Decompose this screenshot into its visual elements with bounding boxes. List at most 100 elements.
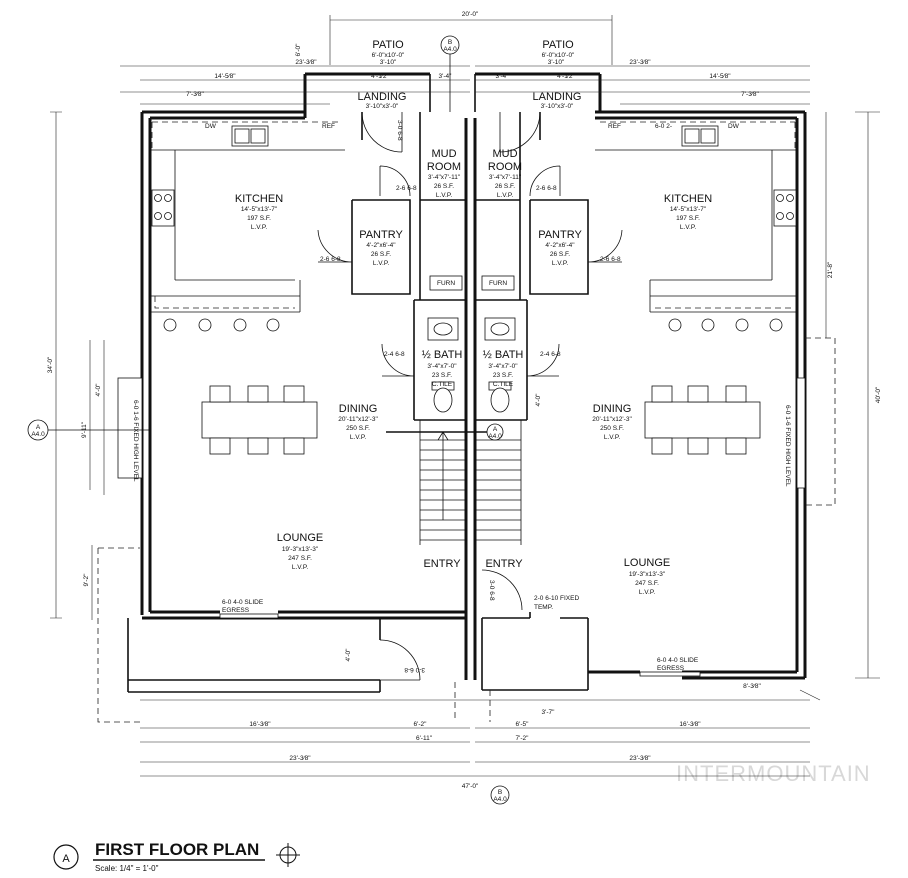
dim-small-4-right: 4'-0" xyxy=(535,393,542,407)
right-mudroom-walls xyxy=(475,199,527,301)
dim-bottom-23-right: 23'-3⁄8" xyxy=(629,755,651,762)
mud-left-name1: MUD xyxy=(431,148,456,160)
bath-right-name: ½ BATH xyxy=(483,349,524,361)
right-fixed-window-label: 6-0 1-6 FIXED HIGH LEVEL xyxy=(784,405,791,487)
dim-top-310-right: 3'-10" xyxy=(548,59,565,66)
mud-left-fin: L.V.P. xyxy=(436,192,452,199)
dim-right-40: 40'-0" xyxy=(875,386,882,403)
svg-text:B: B xyxy=(498,789,502,796)
right-kitchen-upper-cabinets xyxy=(600,121,796,309)
landing-left-size: 3'-10"x3'-0" xyxy=(366,103,399,110)
bath-left-name: ½ BATH xyxy=(422,349,463,361)
left-furnace-label: FURN xyxy=(437,280,455,287)
lounge-left-size: 19'-3"x13'-3" xyxy=(282,546,319,553)
right-slide-label1: 6-0 4-0 SLIDE xyxy=(657,657,699,664)
lounge-left-sf: 247 S.F. xyxy=(288,555,312,562)
svg-text:A: A xyxy=(493,426,498,433)
dim-small-6: 6'-0" xyxy=(295,43,302,57)
dining-right-sf: 250 S.F. xyxy=(600,425,624,432)
pantry-left-name: PANTRY xyxy=(359,229,403,241)
mud-right-name1: MUD xyxy=(492,148,517,160)
lounge-right-name: LOUNGE xyxy=(624,557,670,569)
right-porch-wall xyxy=(481,612,589,691)
dim-bottom-72: 7'-2" xyxy=(516,735,530,742)
lounge-left-fin: L.V.P. xyxy=(292,564,308,571)
windows xyxy=(117,377,806,677)
mud-left-sf: 26 S.F. xyxy=(434,183,454,190)
left-slide-label1: 6-0 4-0 SLIDE xyxy=(222,599,264,606)
dim-small-4-left: 4'-0" xyxy=(95,383,102,397)
right-60-label: 6-0 2- xyxy=(655,123,672,130)
right-slide-label2: EGRESS xyxy=(657,665,685,672)
right-kitchen-sink xyxy=(681,125,719,147)
dim-bottom-37: 3'-7" xyxy=(542,709,556,716)
title-marker: A xyxy=(53,844,79,870)
dim-right-21: 21'-8" xyxy=(827,261,834,278)
left-kitchen-counter xyxy=(149,149,345,313)
dim-top-34-right: 3'-4" xyxy=(496,73,510,80)
left-bar-stools xyxy=(163,318,280,332)
dim-top-23-left: 23'-3⁄8" xyxy=(295,59,317,66)
pantry-right-size: 4'-2"x6'-4" xyxy=(545,242,575,249)
svg-text:A4.0: A4.0 xyxy=(488,433,502,440)
dim-top-7-right: 7'-3⁄8" xyxy=(741,91,759,98)
left-bath-fixtures xyxy=(427,317,459,413)
north-arrow-icon xyxy=(276,843,300,867)
right-ref-label: REF xyxy=(608,123,621,130)
left-kitchen-sink xyxy=(231,125,269,147)
left-mudroom-walls xyxy=(414,199,466,301)
temp-glass-label1: 2-0 6-10 FIXED xyxy=(534,595,579,602)
lounge-right-size: 19'-3"x13'-3" xyxy=(629,571,666,578)
watermark-text: INTERMOUNTAIN xyxy=(676,761,871,786)
left-unit-bottom-wall xyxy=(142,610,466,620)
kitchen-right-fin: L.V.P. xyxy=(680,224,696,231)
kitchen-right-name: KITCHEN xyxy=(664,193,712,205)
svg-text:A4.0: A4.0 xyxy=(493,796,507,803)
dim-top-14-right: 14'-5⁄8" xyxy=(709,73,731,80)
right-stair xyxy=(474,420,522,545)
patio-left-size: 6'-0"x10'-0" xyxy=(372,52,405,59)
lounge-right-fin: L.V.P. xyxy=(639,589,655,596)
left-pantry-door-label: 2-6 6-8 xyxy=(320,256,341,263)
mud-right-sf: 26 S.F. xyxy=(495,183,515,190)
right-furnace xyxy=(481,275,515,291)
left-mud-door-label: 2-6 6-8 xyxy=(396,185,417,192)
svg-text:A4.0: A4.0 xyxy=(31,431,45,438)
entry-door-label: 3-0 6-8 xyxy=(488,580,495,601)
left-kitchen-upper-cabinets xyxy=(151,121,340,309)
svg-text:B: B xyxy=(448,39,452,46)
dim-top-41-right: 4'-1⁄2" xyxy=(557,73,575,80)
pantry-left-sf: 26 S.F. xyxy=(371,251,391,258)
dining-right-fin: L.V.P. xyxy=(604,434,620,441)
dim-small-4: 4'-0" xyxy=(345,648,352,662)
party-wall xyxy=(464,118,477,680)
left-unit-exterior-wall xyxy=(140,110,307,615)
svg-text:A4.0: A4.0 xyxy=(443,46,457,53)
bath-right-sf: 23 S.F. xyxy=(493,372,513,379)
right-unit-upper-wall xyxy=(475,72,602,112)
entry-left-name: ENTRY xyxy=(423,558,461,570)
patio-right-name: PATIO xyxy=(542,39,574,51)
left-furnace xyxy=(429,275,463,291)
right-landing-wall xyxy=(474,74,541,200)
porch-dashed xyxy=(454,682,491,722)
bath-right-fin: C.TILE xyxy=(493,381,514,388)
right-pantry-door-label: 2-6 6-8 xyxy=(600,256,621,263)
dim-top-41-left: 4'-1⁄2" xyxy=(371,73,389,80)
temp-glass-label2: TEMP. xyxy=(534,604,553,611)
dim-left-34: 34'-0" xyxy=(47,356,54,373)
pantry-left-size: 4'-2"x6'-4" xyxy=(366,242,396,249)
right-kitchen-counter xyxy=(595,149,798,313)
left-ref-label: REF xyxy=(322,123,335,130)
entry-right-name: ENTRY xyxy=(485,558,523,570)
pantry-left-fin: L.V.P. xyxy=(373,260,389,267)
mud-left-size: 3'-4"x7'-11" xyxy=(428,174,461,181)
svg-text:A: A xyxy=(62,853,70,865)
dim-top-7-left: 7'-3⁄8" xyxy=(186,91,204,98)
section-marker-b-top: B A4.0 xyxy=(440,35,460,55)
dim-left-911: 9'-11" xyxy=(81,421,88,438)
plan-title: FIRST FLOOR PLAN xyxy=(95,840,259,859)
dining-left-fin: L.V.P. xyxy=(350,434,366,441)
